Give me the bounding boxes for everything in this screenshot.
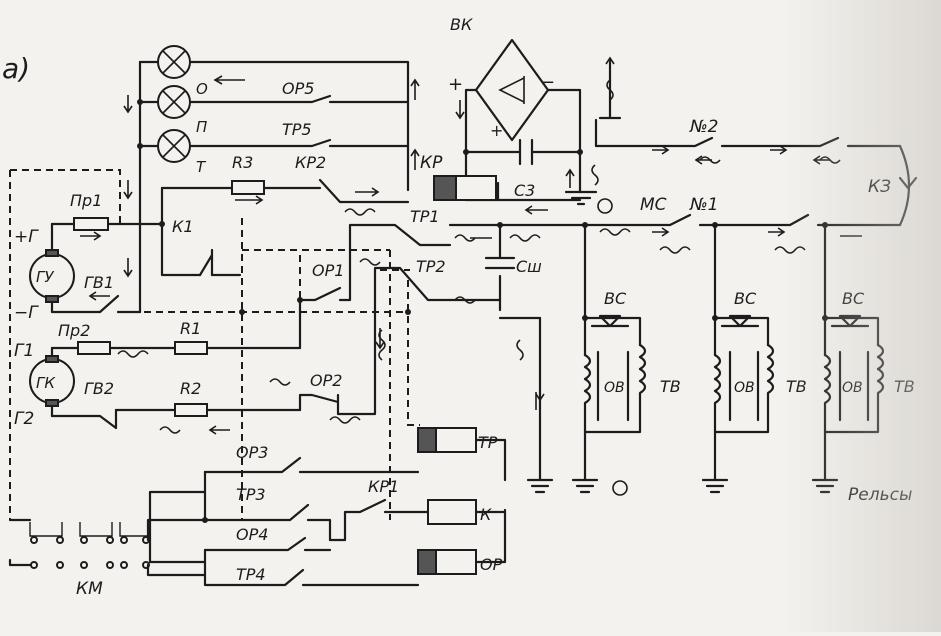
machine-label-gu: ГУ xyxy=(36,268,54,286)
coil-tr-icon xyxy=(435,427,477,453)
resistor-r2-icon xyxy=(174,403,208,417)
relay-label-op4: ОР4 xyxy=(236,525,268,544)
capacitor-plus-label: + xyxy=(490,121,503,140)
branch1-label-ov: ОВ xyxy=(604,380,625,396)
receiver-branch-1: ВС ОВ ТВ xyxy=(571,223,681,494)
relay-label-kr1: КР1 xyxy=(368,477,399,496)
fuse-pr1-icon xyxy=(73,217,109,231)
resistor-label-r1: R1 xyxy=(180,319,201,338)
relay-label-op5: ОР5 xyxy=(282,79,314,98)
capacitor-label-csh: Сш xyxy=(516,257,542,276)
branch1-label-vs: ВС xyxy=(604,289,627,308)
current-flow-arrows xyxy=(80,56,862,435)
resistor-label-r3: R3 xyxy=(232,153,253,172)
line-label-n1: №1 xyxy=(689,195,719,215)
relay-label-tr4: ТР4 xyxy=(236,565,266,584)
branch3-label-ov: ОВ xyxy=(842,380,863,396)
coil-k-icon xyxy=(427,499,477,525)
coil-label-op: ОР xyxy=(480,555,503,574)
ac-source-icon xyxy=(597,198,613,214)
lamp-t-icon xyxy=(157,129,191,163)
line-label-kz: КЗ xyxy=(868,177,891,197)
rectifier-block: ВК + − + С3 КР xyxy=(420,15,598,206)
control-bus xyxy=(9,169,420,520)
rectifier-label-bk: ВК xyxy=(450,15,473,34)
branch3-label-vs: ВС xyxy=(842,289,865,308)
fuse-pr2-icon xyxy=(77,341,111,355)
branch2-label-vs: ВС xyxy=(734,289,757,308)
receiver-branch-3: ВС ОВ ТВ xyxy=(811,223,915,494)
lamp-block: О П Т ОР5 ТР5 xyxy=(138,45,410,314)
terminal-label-g-plus: +Г xyxy=(14,227,39,247)
receiver-branch-2: ВС ОВ ТВ xyxy=(701,223,807,494)
relay-label-op3: ОР3 xyxy=(236,443,268,462)
k1-circuit: R3 КР2 К1 xyxy=(160,153,410,277)
resistor-r3-icon xyxy=(231,180,265,195)
coil-op-core xyxy=(417,549,437,575)
coil-op-icon xyxy=(435,549,477,575)
line-label-n2: №2 xyxy=(689,117,719,137)
lamp-label-o: О xyxy=(196,80,208,98)
relay-ladder: ТР К ОР ОР3 ТР3 ОР4 ТР4 КР1 xyxy=(148,427,507,587)
km-switch-block: КМ xyxy=(8,518,207,599)
output-label-gv2: ГВ2 xyxy=(84,379,114,398)
lamp-o-icon xyxy=(157,45,191,79)
relay-label-op1: ОР1 xyxy=(312,261,344,280)
switch-label-km: КМ xyxy=(76,579,103,599)
relay-label-tr5: ТР5 xyxy=(282,120,312,139)
branch2-label-ov: ОВ xyxy=(734,380,755,396)
capacitor-label-c3: С3 xyxy=(514,181,535,200)
terminal-label-g2: Г2 xyxy=(14,409,34,429)
lamp-label-t: Т xyxy=(196,158,207,176)
branch1-label-tv: ТВ xyxy=(660,377,681,396)
relay-label-tr3: ТР3 xyxy=(236,485,266,504)
machine-label-gk: ГК xyxy=(36,374,56,392)
output-label-gv1: ГВ1 xyxy=(84,273,114,292)
terminal-label-g1: Г1 xyxy=(14,341,34,361)
coil-label-tr: ТР xyxy=(478,433,498,452)
fuse-label-pr1: Пр1 xyxy=(70,191,102,210)
resistor-label-r2: R2 xyxy=(180,379,201,398)
relay-label-k1: К1 xyxy=(172,217,194,236)
rails-label: Рельсы xyxy=(848,485,912,505)
gk-machine: ГК Пр2 R1 R2 Г1 Г2 ГВ2 xyxy=(14,319,302,430)
coil-tr-core xyxy=(417,427,437,453)
coil-label-kr: КР xyxy=(420,153,443,173)
terminal-label-g-minus: −Г xyxy=(14,303,39,323)
ac-ground-icon xyxy=(612,480,628,496)
relay-label-tr2: ТР2 xyxy=(416,257,446,276)
coil-label-k: К xyxy=(480,505,492,524)
relay-label-tr1: ТР1 xyxy=(410,207,440,226)
branch2-label-tv: ТВ xyxy=(786,377,807,396)
rectifier-bridge-icon xyxy=(474,38,550,142)
figure-label: а) xyxy=(2,52,30,85)
lamp-label-p: П xyxy=(196,118,207,136)
lamp-p-icon xyxy=(157,85,191,119)
rectifier-minus-label: − xyxy=(540,72,555,93)
line-label-ms: МС xyxy=(640,195,667,215)
gu-machine: ГУ Пр1 +Г −Г ГВ1 xyxy=(14,191,164,323)
fuse-label-pr2: Пр2 xyxy=(58,321,90,340)
coil-kr-core xyxy=(433,175,457,201)
relay-label-kr2: КР2 xyxy=(295,153,326,172)
ac-wave-marks xyxy=(117,79,841,434)
branch3-label-tv: ТВ xyxy=(894,377,915,396)
coil-kr-icon xyxy=(455,175,497,201)
relay-label-op2: ОР2 xyxy=(310,371,342,390)
main-relay-contacts: ОР1 ОР2 ТР1 ТР2 xyxy=(298,207,452,416)
rectifier-plus-label: + xyxy=(448,74,463,95)
resistor-r1-icon xyxy=(174,341,208,355)
